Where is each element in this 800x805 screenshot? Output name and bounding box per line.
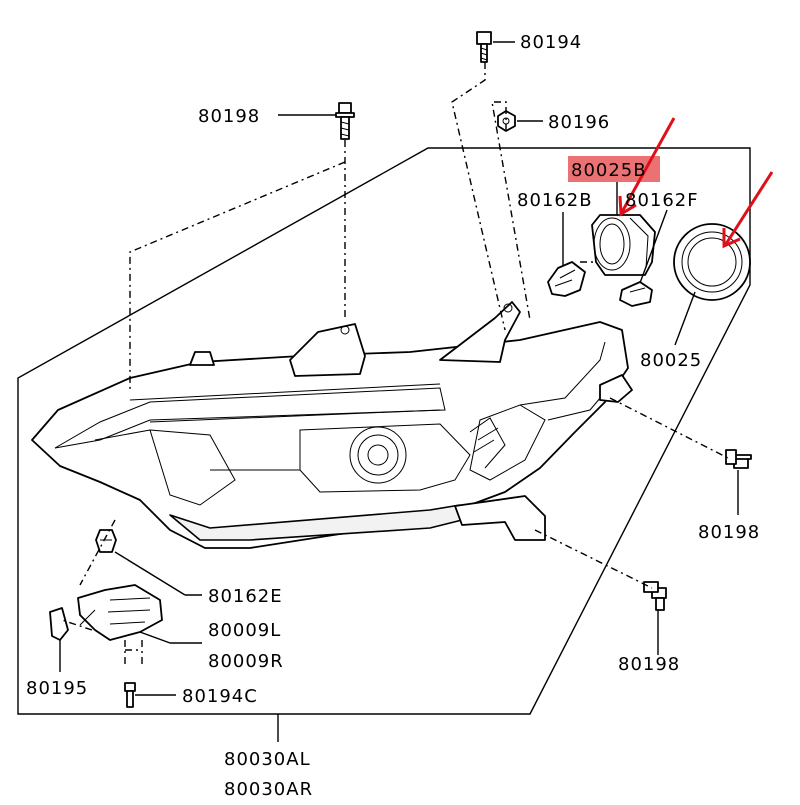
label-80009L: 80009L — [208, 620, 281, 641]
label-80030AR: 80030AR — [224, 779, 313, 800]
label-80196: 80196 — [548, 112, 610, 133]
cap-80025 — [673, 223, 751, 301]
red-arrow-cap — [722, 171, 774, 249]
label-80030AL: 80030AL — [224, 749, 311, 770]
bracket-80009 — [77, 584, 163, 641]
label-80194: 80194 — [520, 32, 582, 53]
leader-lines — [59, 41, 739, 742]
bulb-80162B — [547, 261, 586, 297]
bolt-80198-right — [725, 449, 752, 469]
label-80025: 80025 — [640, 350, 702, 371]
socket-80025B — [591, 214, 656, 276]
label-80198-bottom: 80198 — [618, 654, 680, 675]
assembly-frame — [17, 147, 751, 715]
screw-80194 — [476, 31, 492, 63]
red-arrow-socket — [618, 117, 676, 217]
label-80195: 80195 — [26, 678, 88, 699]
bulb-80162F — [619, 281, 653, 307]
label-80198-right: 80198 — [698, 522, 760, 543]
assembly-lines — [61, 62, 729, 668]
label-80162F: 80162F — [625, 190, 699, 211]
label-80025B: 80025B — [571, 160, 647, 181]
bolt-80198-bottom — [643, 581, 667, 611]
bulb-80162E — [95, 529, 117, 553]
label-80194C: 80194C — [182, 686, 258, 707]
clip-80195 — [49, 607, 69, 641]
screw-80194C — [124, 682, 136, 708]
label-80162E: 80162E — [208, 586, 283, 607]
label-80198-top: 80198 — [198, 106, 260, 127]
headlamp-housing — [31, 301, 633, 549]
label-80162B: 80162B — [517, 190, 593, 211]
bolt-80198-top — [335, 102, 355, 140]
label-80009R: 80009R — [208, 651, 284, 672]
